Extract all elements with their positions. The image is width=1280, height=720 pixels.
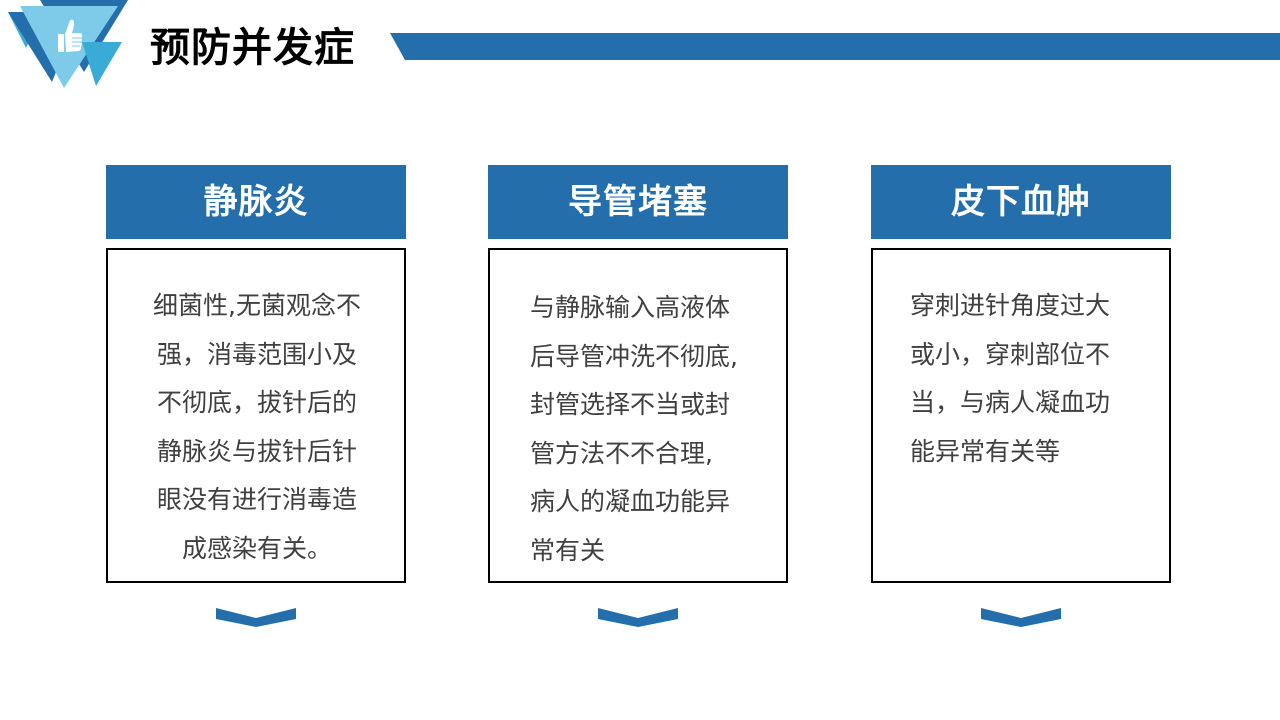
card-body-subcutaneous-hematoma: 穿刺进针角度过大 或小，穿刺部位不 当，与病人凝血功 能异常有关等	[871, 248, 1171, 583]
card-body-catheter-blockage: 与静脉输入高液体 后导管冲洗不彻底, 封管选择不当或封 管方法不不合理, 病人的…	[488, 248, 788, 583]
chevron-down-icon	[981, 608, 1061, 627]
text-line: 静脉炎与拔针后针	[156, 436, 357, 466]
text-line: 强，消毒范围小及	[156, 339, 357, 369]
text-line: 当，与病人凝血功	[910, 388, 1111, 417]
card-header-catheter-blockage: 导管堵塞	[488, 165, 788, 239]
text-line: 封管选择不当或封	[530, 390, 731, 419]
thumbs-up-icon	[58, 19, 83, 53]
text-line: 常有关	[530, 535, 606, 565]
text-line: 与静脉输入高液体	[530, 293, 731, 322]
page-title: 预防并发症	[150, 25, 355, 71]
text-line: 或小，穿刺部位不	[910, 339, 1111, 369]
chevron-down-icon	[216, 608, 296, 627]
card-header-phlebitis: 静脉炎	[106, 165, 406, 239]
text-line: 管方法不不合理,	[530, 438, 713, 468]
card-text: 细菌性,无菌观念不 强，消毒范围小及 不彻底，拔针后的 静脉炎与拔针后针 眼没有…	[146, 282, 368, 573]
card-header-subcutaneous-hematoma: 皮下血肿	[871, 165, 1171, 239]
card-body-phlebitis: 细菌性,无菌观念不 强，消毒范围小及 不彻底，拔针后的 静脉炎与拔针后针 眼没有…	[106, 248, 406, 583]
logo-triangles	[8, 0, 128, 88]
text-line: 能异常有关等	[910, 436, 1061, 466]
text-line: 成感染有关。	[181, 533, 332, 563]
text-line: 病人的凝血功能异	[530, 487, 731, 516]
text-line: 不彻底，拔针后的	[156, 388, 357, 417]
title-bar-decoration	[390, 33, 1280, 60]
chevron-down-icon	[598, 608, 678, 627]
text-line: 眼没有进行消毒造	[156, 485, 357, 514]
text-line: 细菌性,无菌观念不	[153, 291, 361, 320]
text-line: 穿刺进针角度过大	[910, 291, 1111, 320]
text-line: 后导管冲洗不彻底,	[530, 341, 738, 371]
card-text: 与静脉输入高液体 后导管冲洗不彻底, 封管选择不当或封 管方法不不合理, 病人的…	[530, 284, 760, 575]
card-text: 穿刺进针角度过大 或小，穿刺部位不 当，与病人凝血功 能异常有关等	[910, 282, 1140, 476]
